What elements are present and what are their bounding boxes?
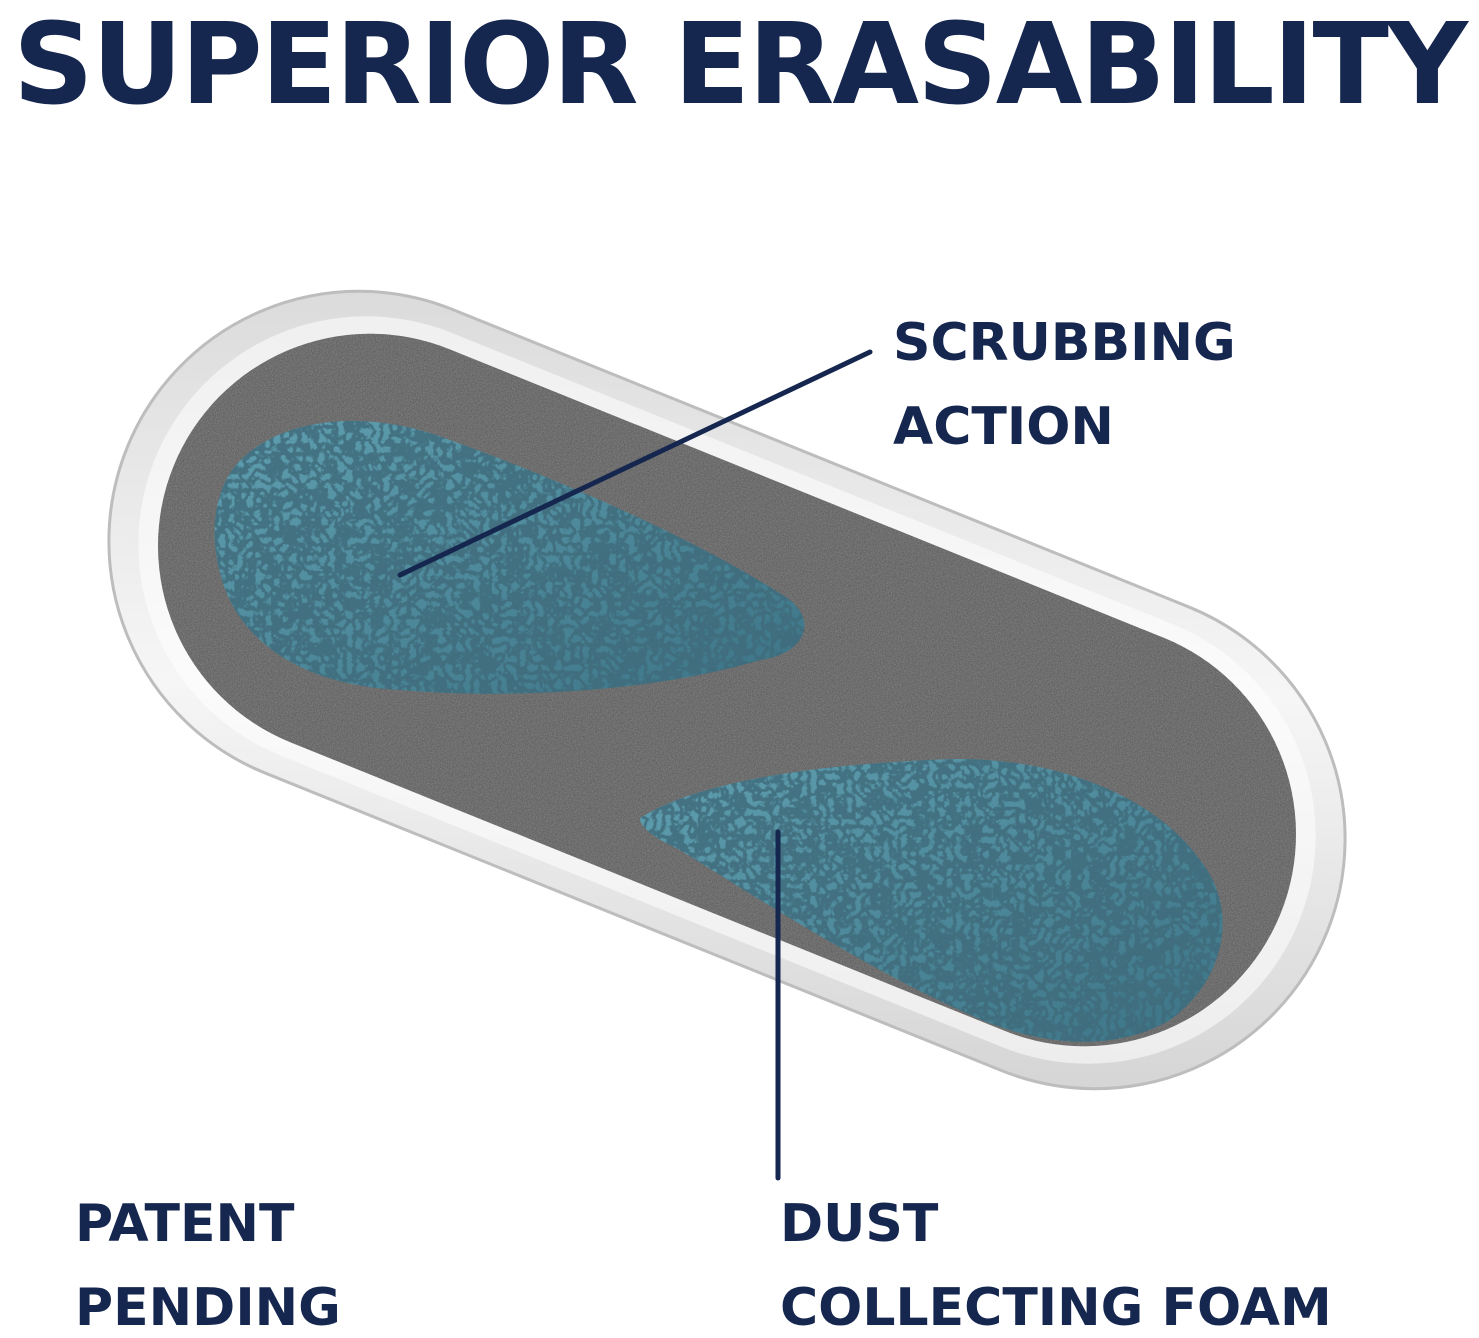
foam-patch-upper xyxy=(214,420,805,694)
callout-line-2: PENDING xyxy=(75,1278,341,1338)
patent-pending-callout: PATENT PENDING xyxy=(75,1182,341,1338)
callout-line-1: SCRUBBING xyxy=(893,313,1236,373)
callout-line-1: DUST xyxy=(780,1194,939,1254)
callout-line-2: COLLECTING FOAM xyxy=(780,1278,1332,1338)
callout-line-2: ACTION xyxy=(893,397,1114,457)
scrubbing-action-callout: SCRUBBING ACTION xyxy=(893,301,1236,469)
callout-line-1: PATENT xyxy=(75,1194,295,1254)
page-title: SUPERIOR ERASABILITY xyxy=(13,0,1468,130)
scrubbing-leader-line xyxy=(397,349,873,578)
foam-patch-lower xyxy=(640,758,1223,1042)
dust-collecting-foam-callout: DUST COLLECTING FOAM xyxy=(780,1182,1332,1338)
